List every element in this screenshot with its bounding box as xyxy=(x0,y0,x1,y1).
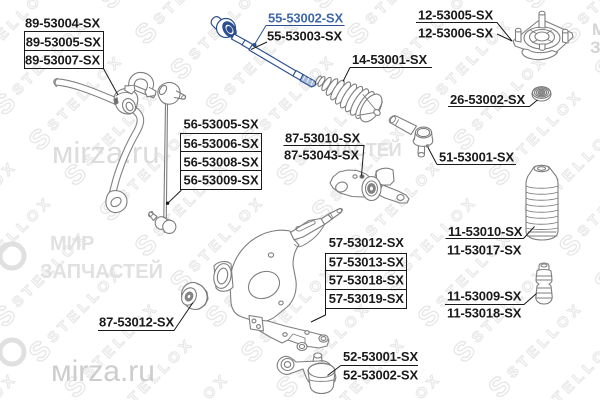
svg-text:87-53043-SX: 87-53043-SX xyxy=(284,148,359,163)
svg-text:56-53006-SX: 56-53006-SX xyxy=(184,136,259,151)
svg-text:57-53012-SX: 57-53012-SX xyxy=(329,235,404,250)
svg-text:57-53019-SX: 57-53019-SX xyxy=(329,291,404,306)
svg-text:56-53009-SX: 56-53009-SX xyxy=(184,172,259,187)
svg-text:87-53012-SX: 87-53012-SX xyxy=(99,314,174,329)
svg-text:51-53001-SX: 51-53001-SX xyxy=(439,150,514,165)
svg-text:МИР: МИР xyxy=(50,233,94,255)
svg-text:89-53007-SX: 89-53007-SX xyxy=(25,53,100,68)
svg-text:89-53005-SX: 89-53005-SX xyxy=(26,35,101,50)
svg-text:89-53004-SX: 89-53004-SX xyxy=(25,16,100,31)
svg-text:мirza.ru: мirza.ru xyxy=(51,355,155,388)
svg-text:57-53018-SX: 57-53018-SX xyxy=(329,272,404,287)
svg-text:57-53013-SX: 57-53013-SX xyxy=(329,254,404,269)
svg-text:56-53008-SX: 56-53008-SX xyxy=(184,154,259,169)
svg-text:55-53002-SX: 55-53002-SX xyxy=(268,10,343,25)
svg-text:87-53010-SX: 87-53010-SX xyxy=(285,130,360,145)
svg-text:11-53017-SX: 11-53017-SX xyxy=(447,243,522,258)
svg-text:14-53001-SX: 14-53001-SX xyxy=(352,52,427,67)
svg-text:ЧАСТЕЙ: ЧАСТЕЙ xyxy=(328,139,402,160)
svg-text:12-53005-SX: 12-53005-SX xyxy=(418,8,493,23)
svg-text:52-53002-SX: 52-53002-SX xyxy=(343,368,418,383)
svg-text:56-53005-SX: 56-53005-SX xyxy=(184,117,259,132)
svg-text:52-53001-SX: 52-53001-SX xyxy=(343,349,418,364)
svg-text:мirza.ru: мirza.ru xyxy=(52,135,159,170)
svg-text:12-53006-SX: 12-53006-SX xyxy=(418,26,493,41)
svg-text:11-53009-SX: 11-53009-SX xyxy=(447,289,522,304)
svg-text:55-53003-SX: 55-53003-SX xyxy=(267,28,342,43)
svg-text:11-53010-SX: 11-53010-SX xyxy=(448,224,523,239)
svg-text:М: М xyxy=(592,20,600,39)
svg-text:26-53002-SX: 26-53002-SX xyxy=(450,92,525,107)
svg-text:11-53018-SX: 11-53018-SX xyxy=(447,306,522,321)
svg-text:ЗАПЧАСТЕЙ: ЗАПЧАСТЕЙ xyxy=(40,259,163,283)
svg-text:З: З xyxy=(590,38,600,57)
